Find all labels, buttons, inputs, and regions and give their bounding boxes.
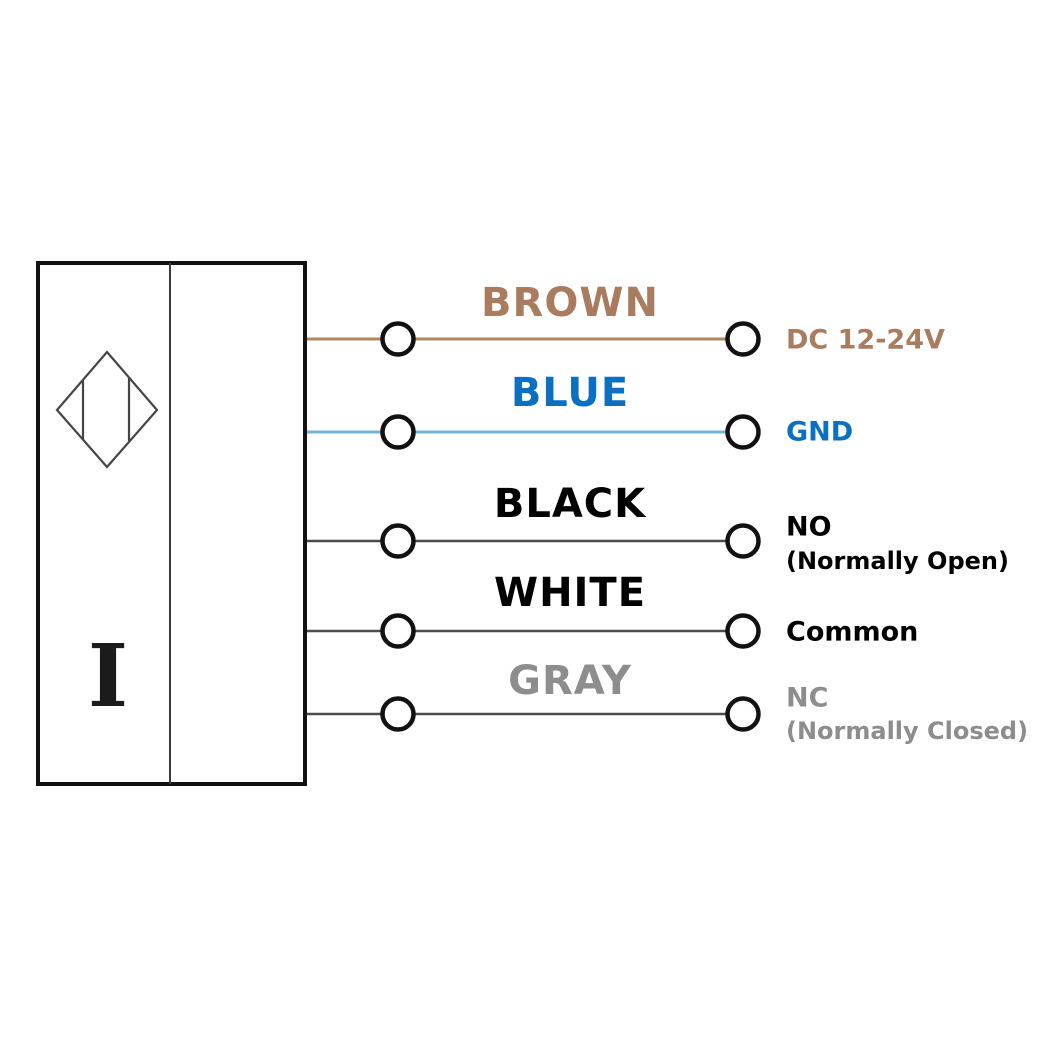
terminal-circle-brown-left xyxy=(380,321,416,357)
terminal-circle-gray-right xyxy=(725,696,761,732)
terminal-circle-white-left xyxy=(380,613,416,649)
diamond-outline xyxy=(55,350,159,469)
wire-label-blue: BLUE xyxy=(510,370,630,416)
terminal-label-no: NO xyxy=(786,511,832,543)
wire-label-black: BLACK xyxy=(493,481,647,527)
terminal-circle-blue-left xyxy=(380,414,416,450)
terminal-circle-black-left xyxy=(380,523,416,559)
terminal-circles xyxy=(380,321,761,732)
terminal-circle-brown-right xyxy=(725,321,761,357)
terminal-circle-blue-right xyxy=(725,414,761,450)
wire-label-brown: BROWN xyxy=(481,280,659,326)
terminal-circle-gray-left xyxy=(380,696,416,732)
white-wire-line-common-lever xyxy=(232,629,743,659)
wire-label-gray: GRAY xyxy=(508,658,632,704)
terminal-circle-white-right xyxy=(725,613,761,649)
terminal-label-nc: NC xyxy=(786,682,829,714)
terminal-label-common: Common xyxy=(786,616,919,648)
diamond-sensor-symbol-icon xyxy=(55,350,159,469)
gray-wire-line-nc-contact xyxy=(230,666,743,716)
sensor-body xyxy=(36,261,307,786)
terminal-circle-black-right xyxy=(725,523,761,559)
terminal-label-power: DC 12-24V xyxy=(786,324,945,356)
sensor-marking-text: I xyxy=(88,626,128,727)
wire-label-white: WHITE xyxy=(493,570,647,616)
terminal-label-gnd: GND xyxy=(786,416,854,448)
terminal-label-nc-note: (Normally Closed) xyxy=(786,717,1029,745)
black-wire-line-no-contact xyxy=(230,539,743,590)
terminal-label-no-note: (Normally Open) xyxy=(786,547,1009,575)
